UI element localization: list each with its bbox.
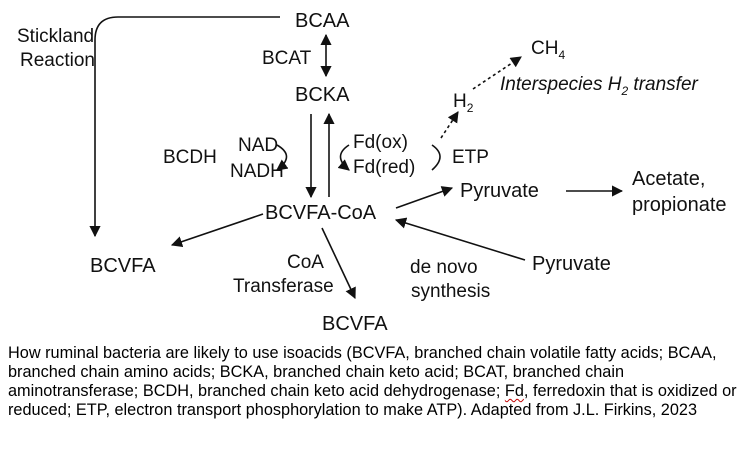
bcvfa-coa-to-pyruvate-arrow — [395, 186, 454, 209]
fd-red-label: Fd(red) — [353, 157, 415, 178]
ch4-label: CH4 — [531, 38, 565, 62]
bcaa-label: BCAA — [295, 10, 350, 32]
pyruvate-out-label: Pyruvate — [460, 180, 539, 202]
figure-caption: How ruminal bacteria are likely to use i… — [8, 344, 743, 420]
fd-curl-arrow — [337, 144, 350, 171]
nadh-label: NADH — [230, 161, 284, 182]
h2-label: H2 — [453, 91, 474, 115]
fd-ox-label: Fd(ox) — [353, 132, 408, 153]
nad-label: NAD — [238, 135, 278, 156]
caption-fd: Fd — [504, 382, 524, 400]
etp-to-h2-dashed-arrow — [440, 111, 459, 139]
stickland-arrow — [89, 16, 280, 238]
bcvfa-coa-to-bcvfa-left-arrow — [170, 213, 264, 248]
pyruvate-in-label: Pyruvate — [532, 253, 611, 275]
coa-transferase-arrow — [321, 227, 356, 300]
coa-label: CoA — [287, 252, 324, 273]
reaction-label: Reaction — [20, 50, 95, 71]
stickland-label: Stickland — [17, 26, 94, 47]
de-novo-label: de novo — [410, 257, 478, 278]
synthesis-label: synthesis — [411, 281, 490, 302]
caption-part-2: , ferredoxin that is oxidized or reduced… — [8, 382, 737, 419]
caption-part-1: How ruminal bacteria are likely to use i… — [8, 344, 717, 400]
acetate-label: Acetate, — [632, 168, 705, 190]
bcdh-label: BCDH — [163, 147, 217, 168]
isoacid-pathway-diagram: BCAA BCAT BCKA BCDH NAD NADH Fd(ox) Fd(r… — [17, 10, 727, 335]
etp-curl-arrow — [431, 144, 441, 171]
h2-to-ch4-dashed-arrow — [472, 56, 522, 90]
etp-label: ETP — [452, 147, 489, 168]
bcvfa-bottom-label: BCVFA — [322, 313, 388, 335]
de-novo-synthesis-arrow — [394, 217, 526, 261]
bcvfa-left-label: BCVFA — [90, 255, 156, 277]
bcka-label: BCKA — [295, 84, 350, 106]
interspecies-h2-transfer-label: Interspecies H2 transfer — [500, 74, 699, 98]
bcat-label: BCAT — [262, 48, 312, 69]
bcvfa-coa-label: BCVFA-CoA — [265, 202, 377, 224]
transferase-label: Transferase — [233, 276, 334, 297]
propionate-label: propionate — [632, 194, 727, 216]
nad-nadh-curl-arrow — [276, 144, 289, 171]
